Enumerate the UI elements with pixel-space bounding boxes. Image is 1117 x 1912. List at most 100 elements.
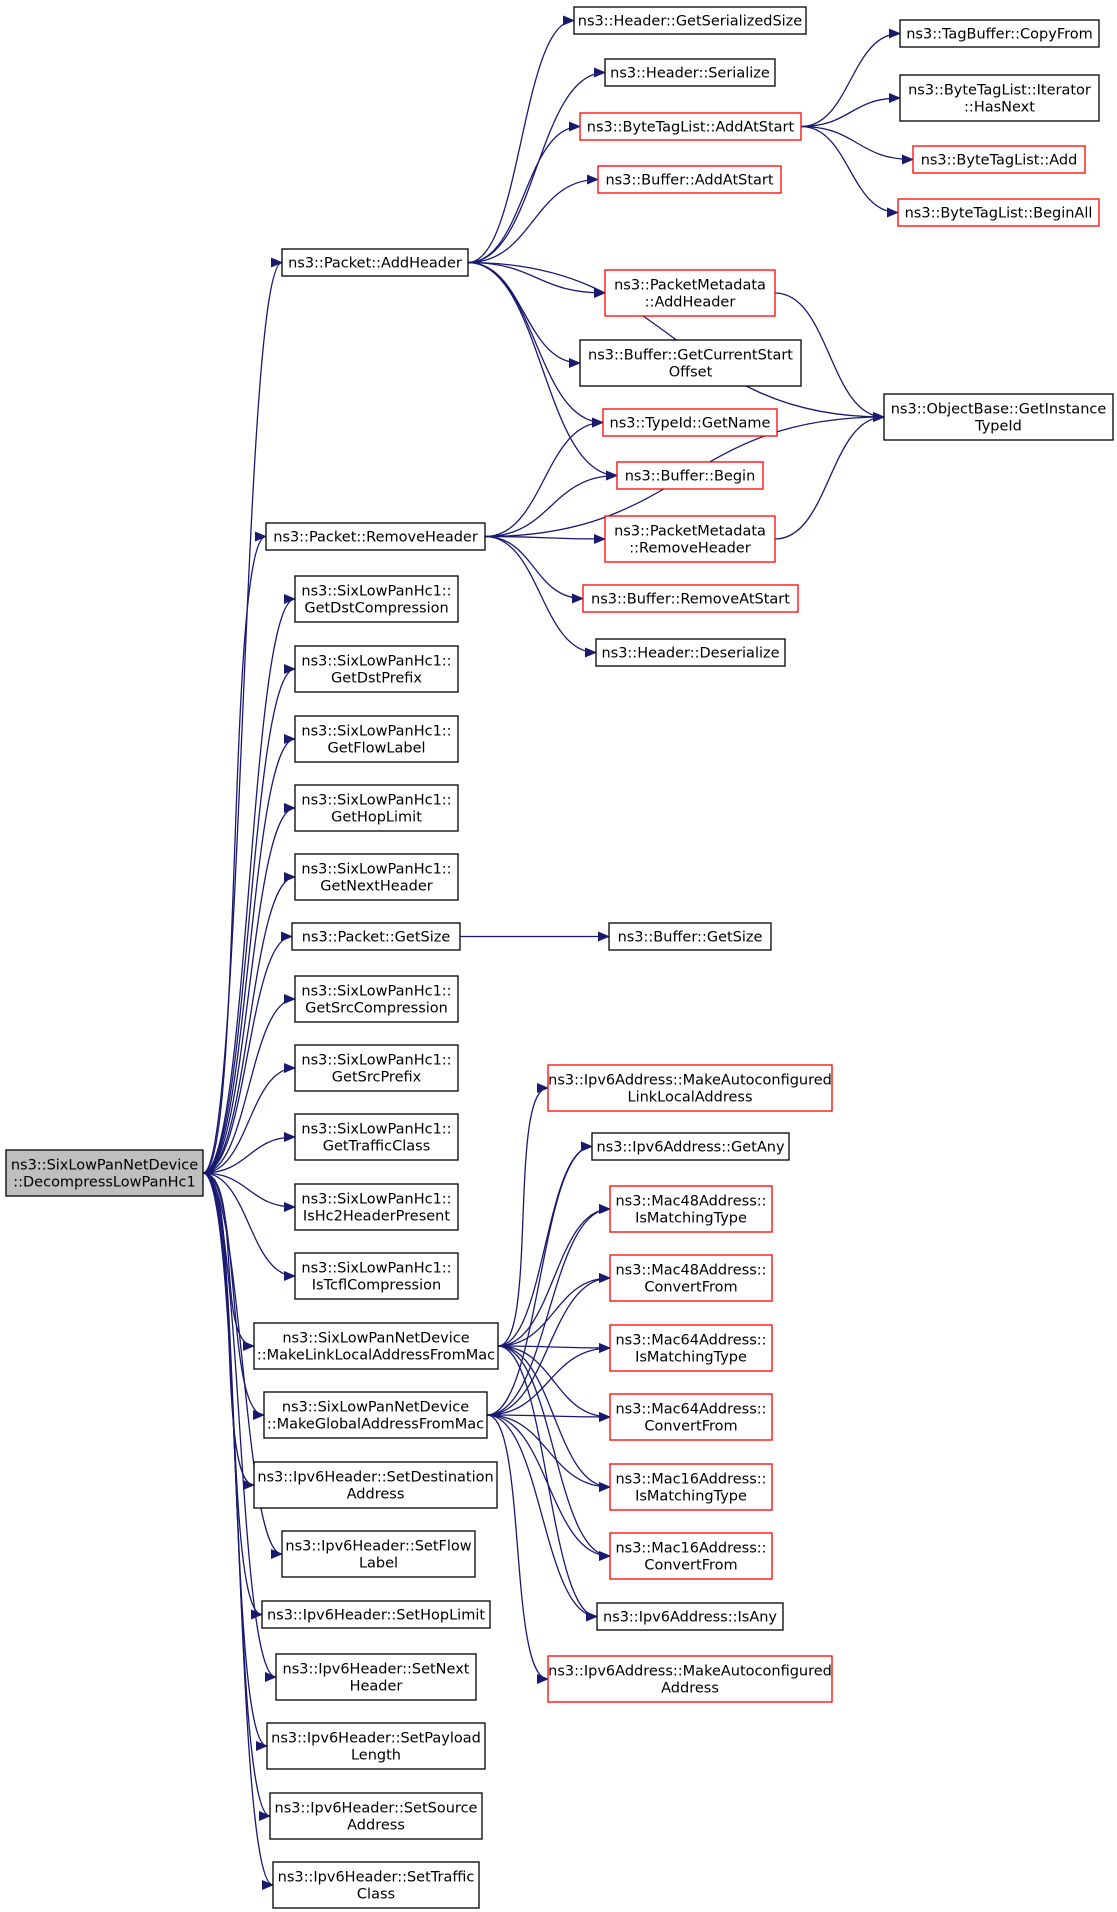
node-label: ns3::Ipv6Address::MakeAutoconfigured (548, 1664, 832, 1680)
node-btl-iter-has-next[interactable]: ns3::ByteTagList::Iterator::HasNext (899, 74, 1100, 122)
node-buf-remove-at-start[interactable]: ns3::Buffer::RemoveAtStart (582, 584, 799, 613)
node-label: ConvertFrom (644, 1558, 737, 1574)
node-box (608, 922, 772, 951)
node-mac48-is-match[interactable]: ns3::Mac48Address::IsMatchingType (609, 1185, 773, 1233)
node-label: ns3::ByteTagList::Add (921, 153, 1078, 169)
node-label: ns3::Ipv6Header::SetHopLimit (267, 1608, 485, 1624)
edge-btl-add-at-start-to-btl-add (800, 125, 914, 165)
edge-make-link-local-to-ipv6-get-any (497, 1141, 593, 1347)
node-label: GetDstCompression (304, 601, 448, 617)
node-label: GetFlowLabel (327, 741, 425, 757)
node-label: ns3::Ipv6Header::SetPayload (271, 1731, 481, 1747)
node-label: ns3::SixLowPanHc1:: (301, 793, 451, 809)
node-mac16-convert[interactable]: ns3::Mac16Address::ConvertFrom (609, 1532, 773, 1580)
node-box (294, 784, 459, 832)
node-box (266, 1722, 486, 1770)
edge-pm-add-header-to-obj-get-inst-type-id (774, 292, 885, 422)
node-mac48-convert[interactable]: ns3::Mac48Address::ConvertFrom (609, 1254, 773, 1302)
node-ipv6-get-any[interactable]: ns3::Ipv6Address::GetAny (591, 1132, 790, 1161)
node-hdr-deserialize[interactable]: ns3::Header::Deserialize (595, 638, 786, 667)
node-add-header[interactable]: ns3::Packet::AddHeader (281, 248, 469, 277)
node-get-hop-limit[interactable]: ns3::SixLowPanHc1::GetHopLimit (294, 784, 459, 832)
node-label: ::HasNext (964, 100, 1035, 116)
node-packet-get-size[interactable]: ns3::Packet::GetSize (291, 922, 461, 951)
node-make-link-local[interactable]: ns3::SixLowPanNetDevice::MakeLinkLocalAd… (253, 1322, 499, 1370)
node-btl-add[interactable]: ns3::ByteTagList::Add (912, 145, 1086, 174)
edge-root-to-get-dst-compression (202, 594, 296, 1174)
node-label: ns3::SixLowPanHc1:: (301, 984, 451, 1000)
edge-root-to-get-src-prefix (202, 1063, 296, 1174)
node-make-global[interactable]: ns3::SixLowPanNetDevice::MakeGlobalAddre… (263, 1391, 488, 1439)
edge-remove-header-to-buf-remove-at-start (484, 535, 584, 604)
node-mac64-is-match[interactable]: ns3::Mac64Address::IsMatchingType (609, 1324, 773, 1372)
node-label: TypeId (974, 419, 1022, 435)
node-set-hop[interactable]: ns3::Ipv6Header::SetHopLimit (261, 1600, 491, 1629)
node-box (596, 1602, 784, 1631)
edge-add-header-to-buf-begin (467, 261, 618, 481)
node-box (579, 112, 802, 141)
node-label: ns3::Packet::AddHeader (288, 256, 462, 272)
node-type-id-get-name[interactable]: ns3::TypeId::GetName (602, 408, 778, 437)
node-ipv6-make-auto[interactable]: ns3::Ipv6Address::MakeAutoconfiguredAddr… (547, 1655, 833, 1703)
node-label: IsMatchingType (635, 1489, 747, 1505)
node-remove-header[interactable]: ns3::Packet::RemoveHeader (265, 522, 486, 551)
node-label: ns3::PacketMetadata (614, 524, 766, 540)
node-box (294, 575, 459, 623)
node-get-flow-label[interactable]: ns3::SixLowPanHc1::GetFlowLabel (294, 715, 459, 763)
node-get-src-compression[interactable]: ns3::SixLowPanHc1::GetSrcCompression (294, 975, 459, 1023)
node-root[interactable]: ns3::SixLowPanNetDevice::DecompressLowPa… (5, 1149, 204, 1197)
edge-root-to-add-header (202, 257, 283, 1174)
node-buf-begin[interactable]: ns3::Buffer::Begin (616, 461, 764, 490)
node-pm-remove-header[interactable]: ns3::PacketMetadata::RemoveHeader (604, 515, 776, 563)
node-box (294, 645, 459, 693)
node-mac64-convert[interactable]: ns3::Mac64Address::ConvertFrom (609, 1393, 773, 1441)
node-label: ::AddHeader (645, 295, 736, 311)
node-label: ns3::ByteTagList::AddAtStart (587, 120, 795, 136)
node-buf-add-at-start[interactable]: ns3::Buffer::AddAtStart (597, 165, 782, 194)
node-box (261, 1600, 491, 1629)
edge-make-global-to-mac64-is-match (486, 1343, 611, 1416)
node-btl-begin-all[interactable]: ns3::ByteTagList::BeginAll (897, 198, 1100, 227)
edge-make-global-to-ipv6-get-any (486, 1141, 593, 1416)
node-get-next-header[interactable]: ns3::SixLowPanHc1::GetNextHeader (294, 853, 459, 901)
node-ipv6-is-any[interactable]: ns3::Ipv6Address::IsAny (596, 1602, 784, 1631)
edge-add-header-to-buf-add-at-start (467, 174, 599, 264)
node-label: ns3::SixLowPanNetDevice (11, 1158, 198, 1174)
edge-btl-add-at-start-to-tag-buf-copy-from (800, 28, 901, 128)
node-get-src-prefix[interactable]: ns3::SixLowPanHc1::GetSrcPrefix (294, 1044, 459, 1092)
node-ipv6-make-auto-ll[interactable]: ns3::Ipv6Address::MakeAutoconfiguredLink… (547, 1064, 833, 1112)
node-label: ns3::ByteTagList::Iterator (908, 83, 1091, 99)
node-label: ns3::Mac48Address:: (615, 1263, 766, 1279)
node-buf-get-size[interactable]: ns3::Buffer::GetSize (608, 922, 772, 951)
edge-root-to-get-next-header (202, 872, 296, 1174)
node-box (897, 198, 1100, 227)
node-get-traffic-class[interactable]: ns3::SixLowPanHc1::GetTrafficClass (294, 1113, 459, 1161)
node-is-tcfl[interactable]: ns3::SixLowPanHc1::IsTcflCompression (294, 1252, 459, 1300)
node-get-dst-compression[interactable]: ns3::SixLowPanHc1::GetDstCompression (294, 575, 459, 623)
node-label: ::RemoveHeader (629, 541, 750, 557)
node-box (272, 1861, 480, 1909)
node-is-hc2[interactable]: ns3::SixLowPanHc1::IsHc2HeaderPresent (294, 1183, 459, 1231)
node-hdr-serialize[interactable]: ns3::Header::Serialize (604, 58, 776, 87)
node-mac16-is-match[interactable]: ns3::Mac16Address::IsMatchingType (609, 1463, 773, 1511)
node-label: LinkLocalAddress (627, 1090, 752, 1106)
node-hdr-get-ser-size[interactable]: ns3::Header::GetSerializedSize (573, 6, 807, 35)
edge-make-global-to-mac16-convert (486, 1414, 611, 1561)
node-btl-add-at-start[interactable]: ns3::ByteTagList::AddAtStart (579, 112, 802, 141)
edge-btl-add-at-start-to-btl-iter-has-next (800, 93, 901, 128)
node-label: ::MakeGlobalAddressFromMac (267, 1417, 484, 1433)
node-tag-buf-copy-from[interactable]: ns3::TagBuffer::CopyFrom (899, 19, 1100, 48)
node-label: GetNextHeader (320, 879, 432, 895)
node-pm-add-header[interactable]: ns3::PacketMetadata::AddHeader (604, 269, 776, 317)
node-get-dst-prefix[interactable]: ns3::SixLowPanHc1::GetDstPrefix (294, 645, 459, 693)
node-label: Length (351, 1748, 401, 1764)
node-box (294, 975, 459, 1023)
